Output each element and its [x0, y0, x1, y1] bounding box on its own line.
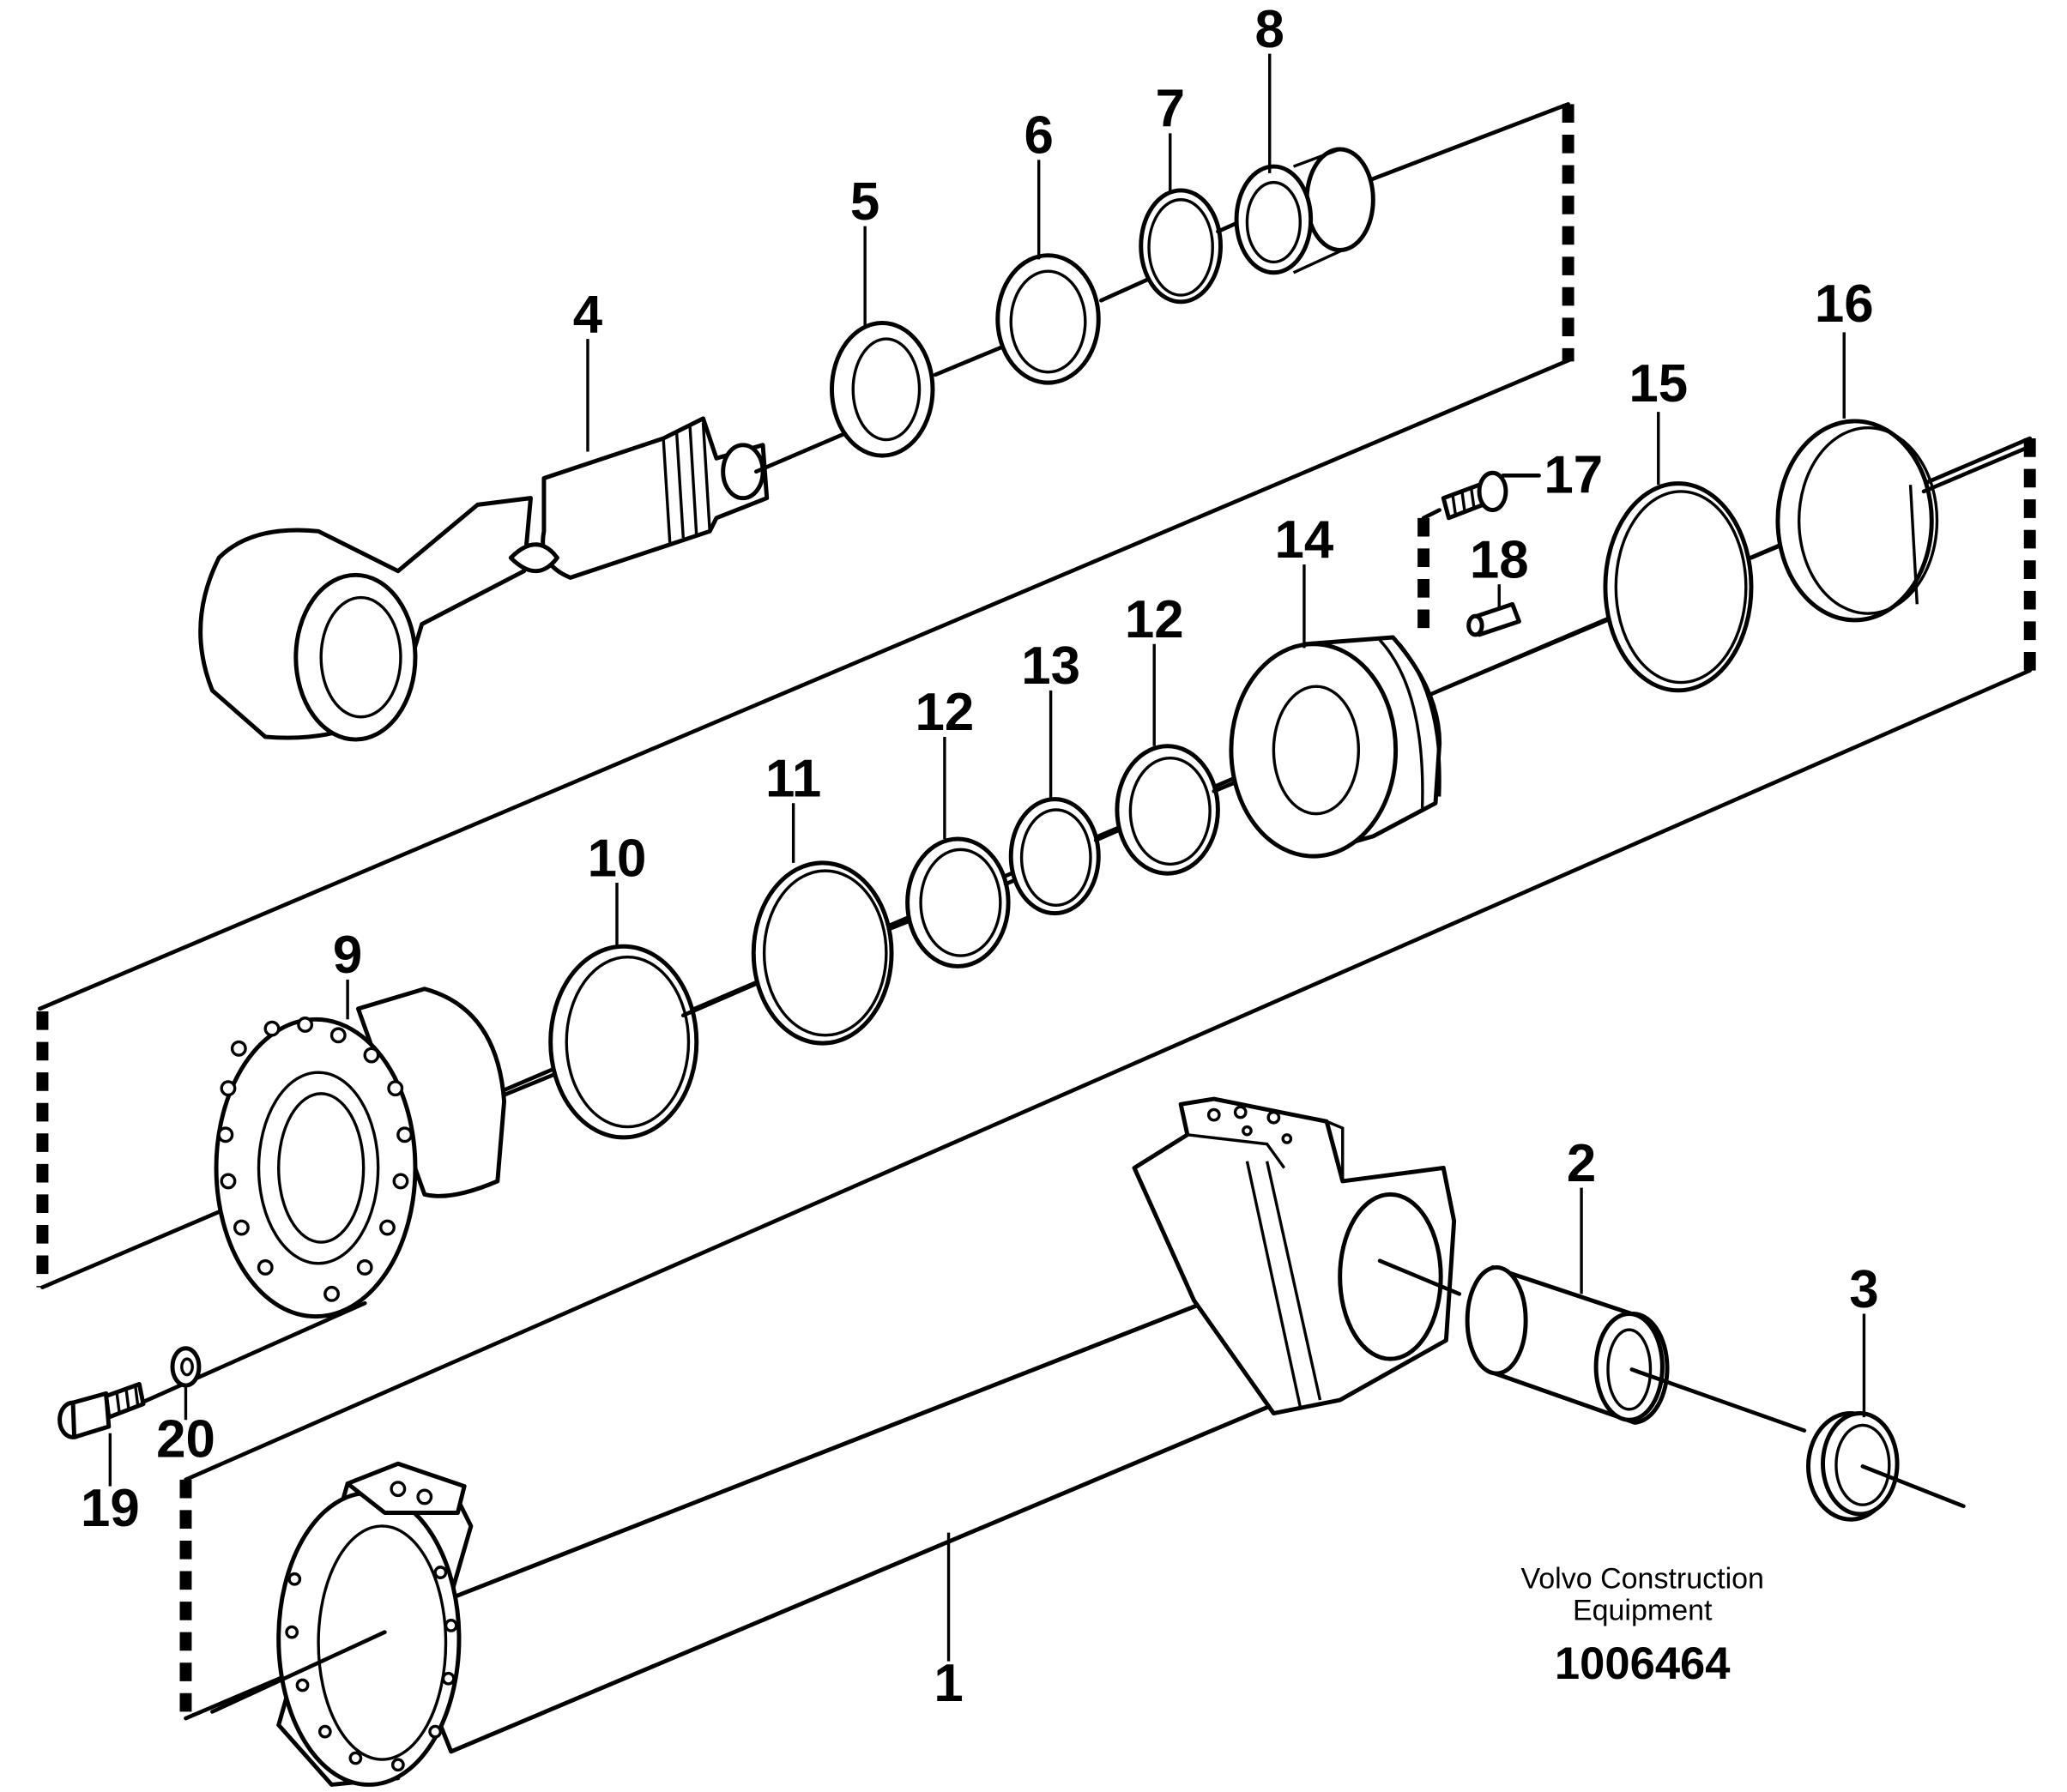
callout-13: 13: [1021, 637, 1080, 696]
callout-leaders: [108, 53, 1866, 1662]
caption-line-2: Equipment: [1573, 1595, 1713, 1627]
callout-8: 8: [1255, 0, 1284, 59]
part-12-seal-ring-lower: [905, 836, 1050, 968]
callout-2: 2: [1567, 1134, 1596, 1193]
part-9-cylinder-head: [214, 987, 652, 1319]
callout-1: 1: [934, 1654, 963, 1713]
callout-11: 11: [765, 750, 821, 809]
part-3-seal-ring: [1806, 1411, 1966, 1522]
part-19-bolt: [57, 1382, 146, 1439]
part-14-piston: [1229, 602, 1647, 859]
part-12-seal-ring-upper: [1115, 744, 1316, 876]
callout-17: 17: [1544, 445, 1603, 504]
callout-12-upper: 12: [1125, 590, 1184, 649]
callout-20: 20: [156, 1410, 215, 1469]
part-11-backup-ring: [751, 860, 931, 1046]
callout-4: 4: [573, 285, 603, 344]
callout-16: 16: [1815, 275, 1874, 334]
caption-line-1: Volvo Construction: [1520, 1563, 1764, 1596]
part-13-seal-ring: [1008, 797, 1144, 916]
part-7-o-ring: [1139, 188, 1283, 305]
part-15-piston-seal: [1603, 481, 1880, 693]
part-4-piston-rod: [198, 416, 851, 742]
caption: Volvo Construction Equipment 1006464: [1520, 1563, 1764, 1689]
part-6-guide-ring: [995, 253, 1157, 385]
callout-9: 9: [333, 926, 362, 985]
callout-12-lower: 12: [916, 683, 975, 742]
callout-7: 7: [1156, 80, 1185, 139]
part-5-rod-seal: [830, 321, 1024, 458]
callout-6: 6: [1024, 106, 1053, 166]
callout-19: 19: [81, 1479, 140, 1538]
callout-14: 14: [1275, 510, 1334, 570]
part-8-wiper-seal: [1234, 147, 1375, 275]
callout-10: 10: [588, 829, 647, 888]
part-17-screw: [1441, 470, 1541, 521]
part-20-washer: [170, 1346, 202, 1388]
part-16-wear-ring: [1775, 419, 2029, 623]
part-1-cylinder-tube: [210, 1096, 1457, 1787]
callout-5: 5: [850, 172, 879, 232]
part-18-locking-pin: [1466, 601, 1521, 637]
callout-numbers: 1 2 3 4 5 6 7 8 9 10 11 12 13 12 14 15 1…: [81, 0, 1879, 1713]
callout-18: 18: [1470, 530, 1529, 589]
part-2-bushing: [1377, 1258, 1807, 1433]
figure-code: 1006464: [1555, 1638, 1731, 1689]
callout-3: 3: [1849, 1260, 1878, 1319]
callout-15: 15: [1629, 354, 1688, 413]
